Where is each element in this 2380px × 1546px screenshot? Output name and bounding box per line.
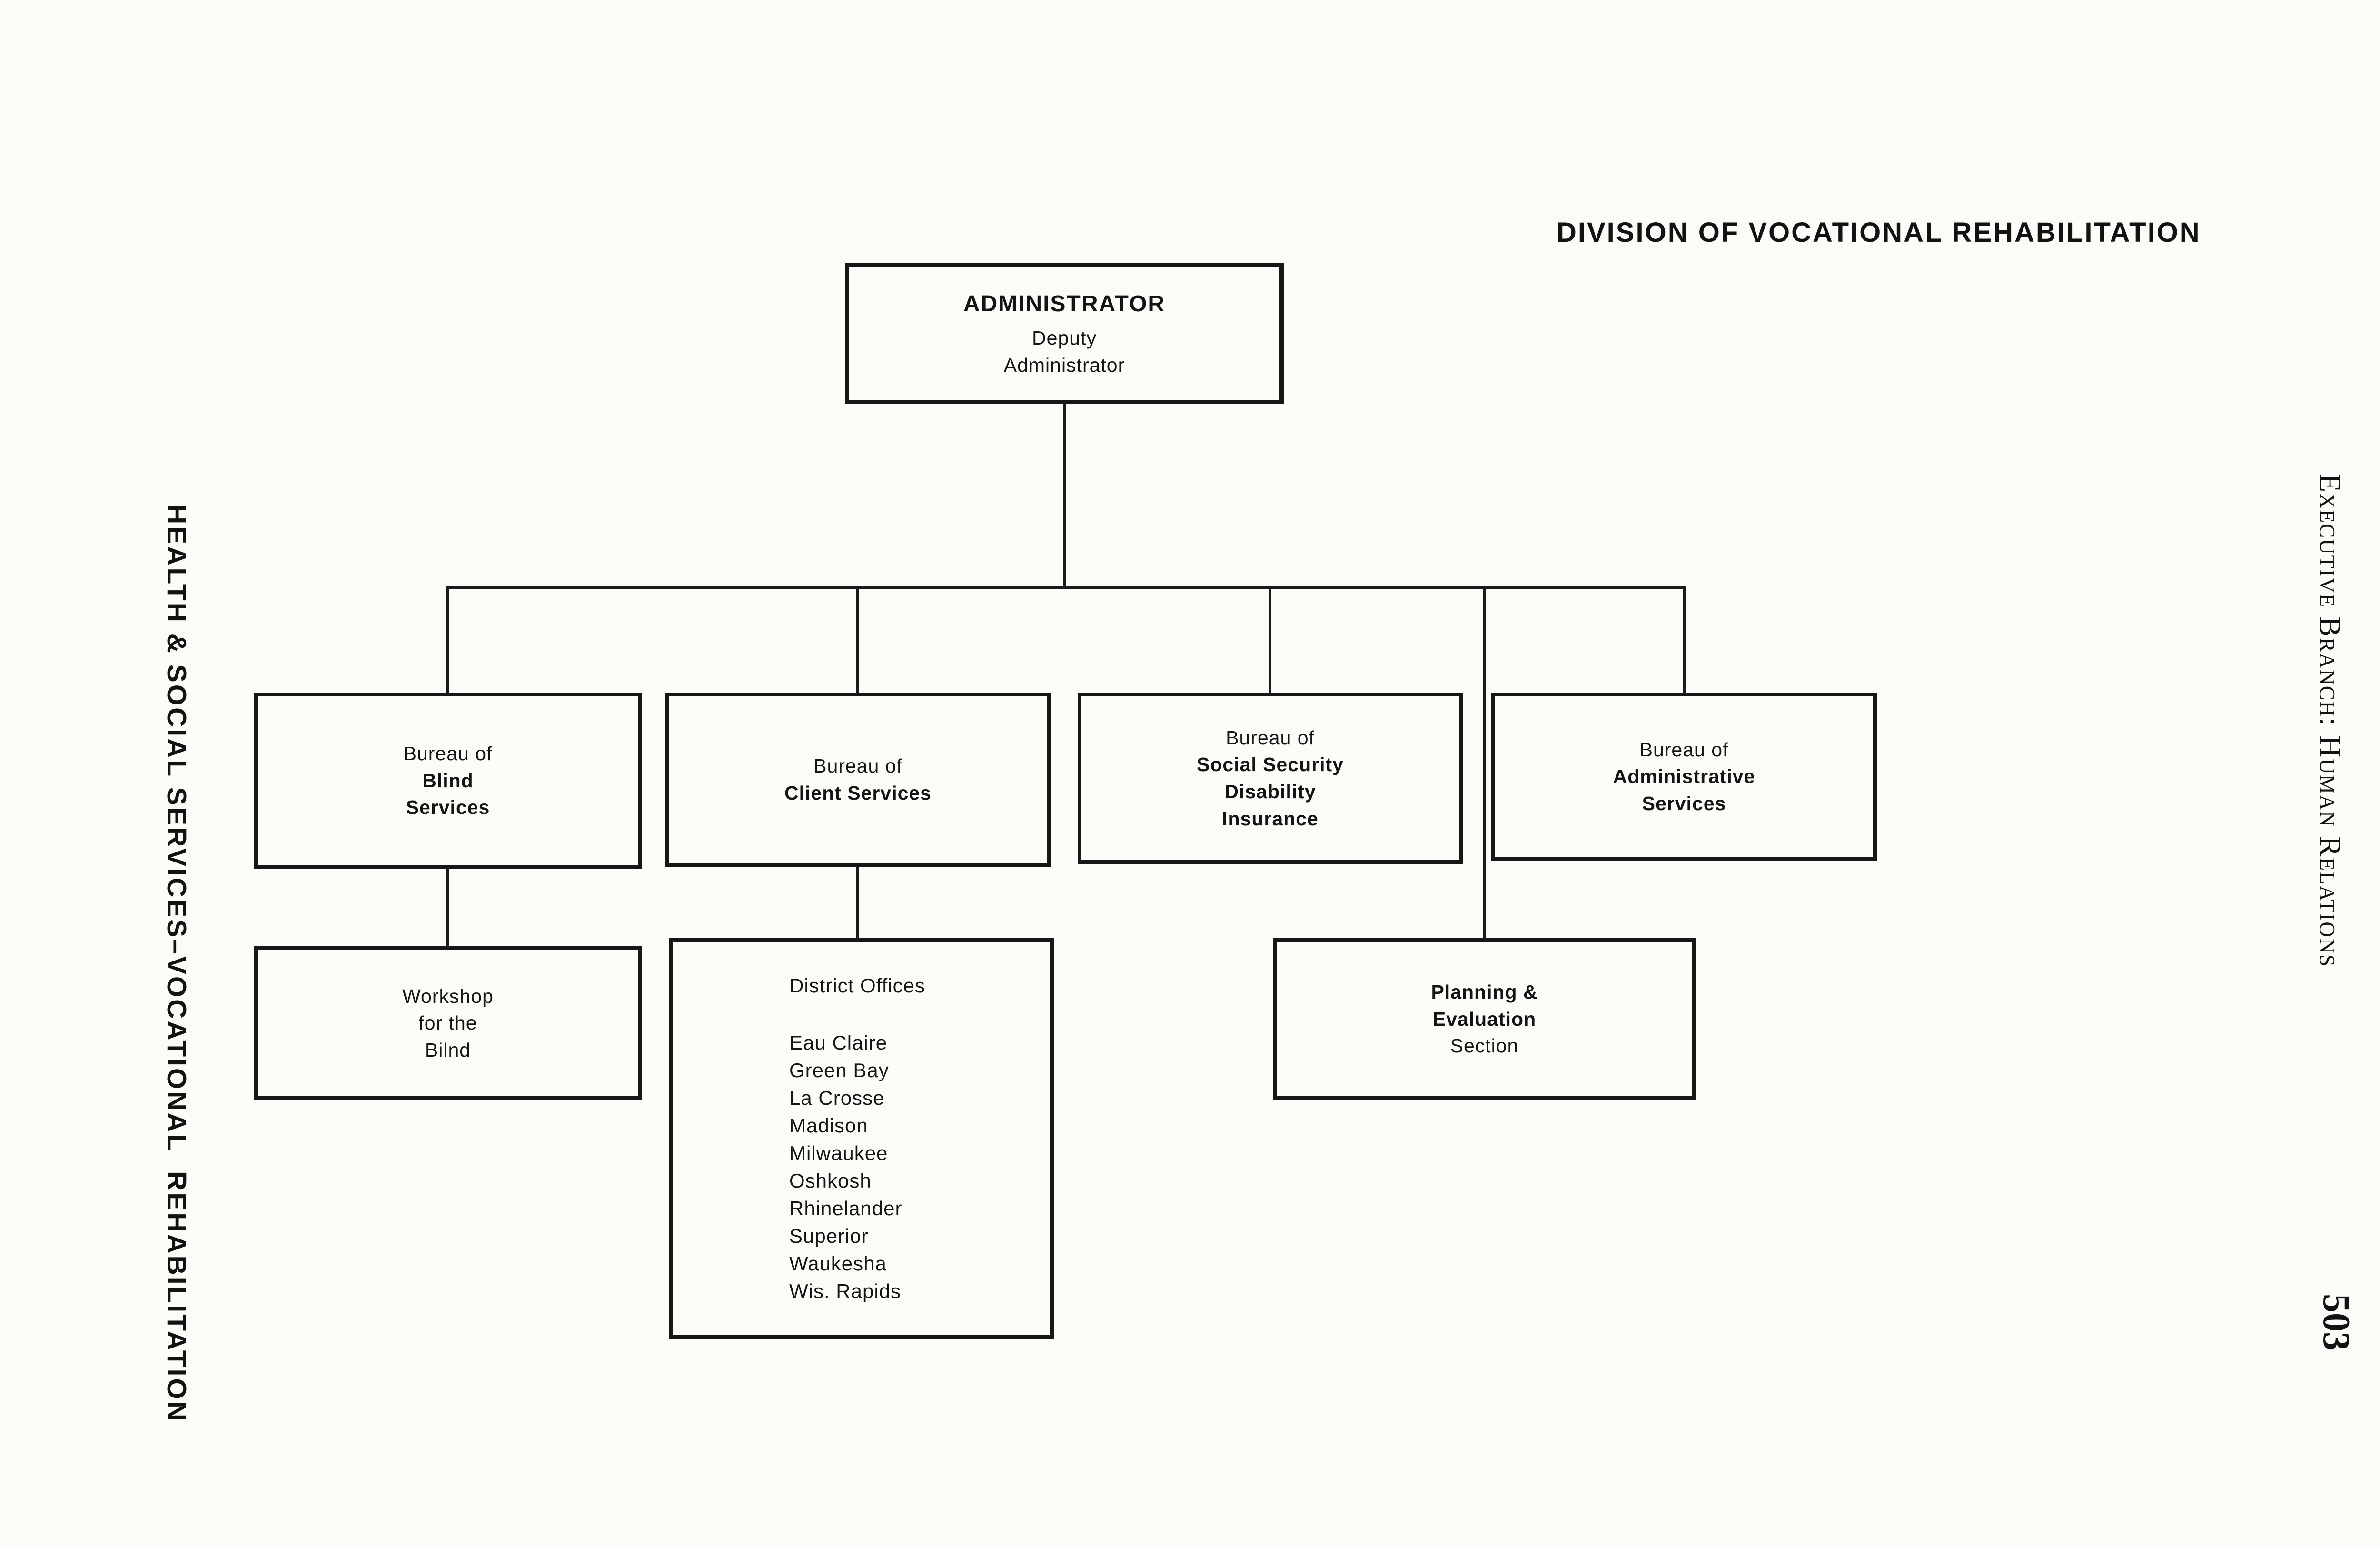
district-office-item: Rhinelander	[789, 1197, 902, 1219]
org-node-line: Deputy	[1032, 327, 1097, 349]
org-node-line: Bureau of	[813, 755, 902, 777]
district-office-item: Madison	[789, 1114, 868, 1137]
district-office-item: Wis. Rapids	[789, 1279, 902, 1302]
org-node-line: Administrator	[1003, 354, 1125, 376]
district-offices-title: District Offices	[789, 974, 925, 997]
connector-blind-workshop	[446, 867, 449, 948]
district-office-item: Milwaukee	[789, 1142, 888, 1165]
org-node-line: Insurance	[1222, 807, 1319, 830]
org-node-line: Bilnd	[425, 1039, 471, 1061]
connector-client-district	[856, 865, 859, 940]
org-node-bureau-client-services: Bureau of Client Services	[665, 693, 1051, 867]
org-node-line: Services	[1642, 792, 1726, 814]
org-node-line: Evaluation	[1432, 1008, 1537, 1030]
org-node-bureau-blind-services: Bureau of Blind Services	[254, 693, 642, 869]
district-office-item: Green Bay	[789, 1059, 889, 1082]
org-node-line: Blind	[422, 769, 474, 792]
org-node-line: for the	[418, 1012, 477, 1034]
district-office-item: Superior	[789, 1224, 869, 1247]
org-node-line: Client Services	[784, 782, 932, 804]
org-node-line: Disability	[1224, 781, 1316, 803]
page-number: 503	[2315, 1294, 2357, 1351]
org-node-bureau-administrative-services: Bureau of Administrative Services	[1491, 693, 1877, 861]
left-margin-caption: HEALTH & SOCIAL SERVICES–VOCATIONAL REHA…	[161, 505, 192, 1423]
right-margin-caption: Executive Branch: Human Relations	[2313, 474, 2347, 968]
org-node-planning-evaluation-section: Planning & Evaluation Section	[1273, 938, 1696, 1100]
connector-drop-blind	[446, 586, 449, 695]
org-node-title: ADMINISTRATOR	[963, 291, 1166, 317]
org-node-administrator: ADMINISTRATOR Deputy Administrator	[845, 263, 1284, 404]
org-node-line: Section	[1450, 1035, 1519, 1057]
org-node-line: Social Security	[1197, 753, 1344, 776]
org-node-workshop-for-the-blind: Workshop for the Bilnd	[254, 946, 642, 1100]
district-office-item: La Crosse	[789, 1087, 885, 1110]
org-node-line: Bureau of	[1226, 726, 1315, 749]
connector-drop-client	[856, 586, 859, 695]
district-office-item: Eau Claire	[789, 1031, 888, 1054]
org-node-line: Services	[406, 796, 490, 819]
org-node-line: Planning &	[1431, 981, 1538, 1003]
connector-drop-ssdi	[1269, 586, 1271, 695]
district-office-item: Waukesha	[789, 1252, 887, 1275]
org-node-line: Workshop	[402, 985, 494, 1007]
page-title: DIVISION OF VOCATIONAL REHABILITATION	[1557, 217, 2201, 248]
org-node-line: Bureau of	[1639, 738, 1729, 761]
connector-drop-admin-services	[1683, 586, 1686, 695]
district-office-item: Oshkosh	[789, 1169, 872, 1192]
connector-main-horizontal	[446, 586, 1686, 589]
org-node-line: Bureau of	[403, 743, 493, 765]
connector-root-drop	[1063, 403, 1066, 589]
org-node-bureau-social-security-disability-insurance: Bureau of Social Security Disability Ins…	[1078, 693, 1463, 864]
org-node-line: Administrative	[1613, 765, 1755, 788]
connector-drop-planning	[1483, 586, 1486, 940]
